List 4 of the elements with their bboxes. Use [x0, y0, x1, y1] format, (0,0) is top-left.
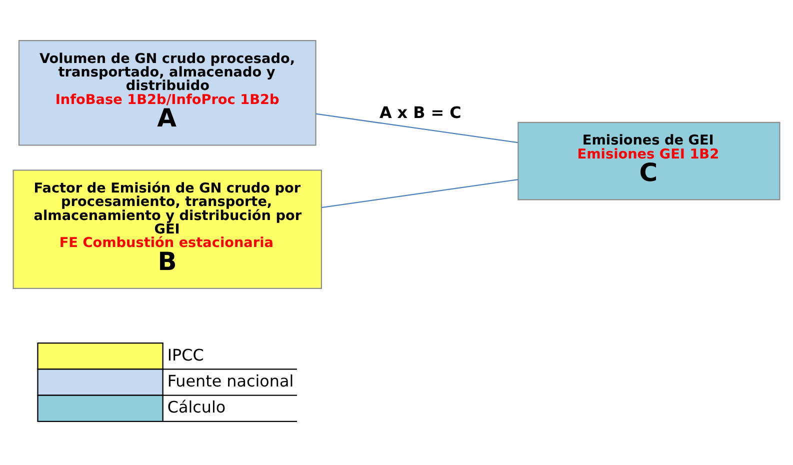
legend-label: Fuente nacional	[167, 370, 294, 390]
legend-label: Cálculo	[167, 397, 226, 416]
edge-label: A x B = C	[379, 102, 462, 122]
legend-label: IPCC	[167, 344, 204, 364]
